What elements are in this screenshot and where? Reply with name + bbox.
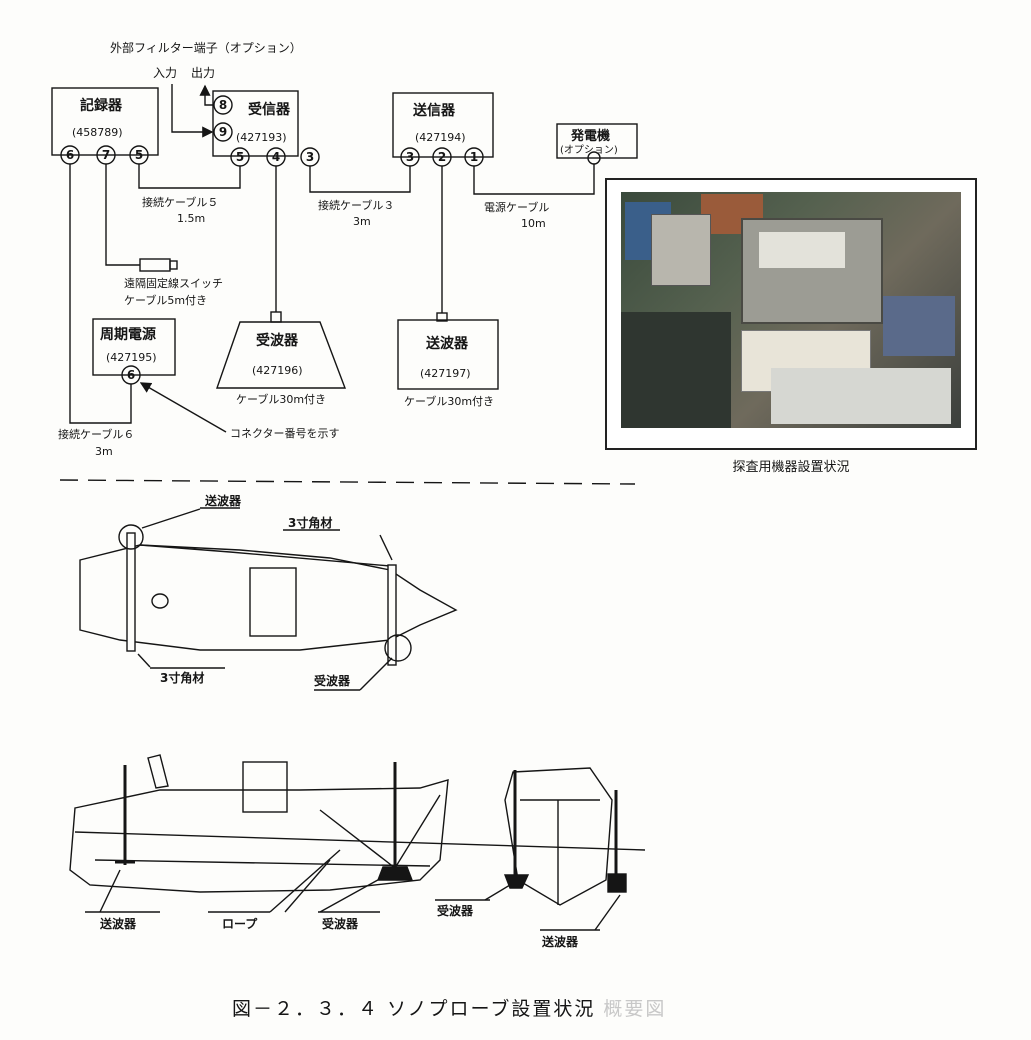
side-receiver-block: [376, 866, 414, 881]
remote-switch-line2: ケーブル5m付き: [124, 293, 207, 307]
recorder-code: (458789): [72, 126, 123, 139]
receiver-code: (427193): [236, 131, 287, 144]
period-power-box: [92, 318, 176, 376]
connector-number: 3: [306, 150, 314, 164]
remote-switch-line1: 遠隔固定線スイッチ: [124, 276, 223, 290]
end-receiver-label: 受波器: [437, 903, 474, 918]
input-arrow: [171, 84, 214, 138]
cable5-len: 1.5m: [177, 212, 205, 225]
end-transmitter-block: [607, 873, 627, 893]
connector-number: 5: [236, 150, 244, 164]
recorder-name: 記録器: [80, 97, 123, 114]
connector-number: 4: [272, 150, 280, 164]
figure-title-main: 図－２．３．４ ソノプローブ設置状況: [232, 998, 596, 1020]
separator-dashed: [59, 479, 636, 485]
transmitting-transducer-code: (427197): [420, 367, 471, 380]
plan-transmitter-circle: [118, 524, 144, 550]
connector-number: 7: [102, 148, 110, 162]
end-transmitter-label: 送波器: [541, 934, 579, 949]
transmitting-transducer-name: 送波器: [425, 335, 469, 352]
receiving-transducer-trapezoid: [216, 321, 347, 389]
boat-plan-hull: [79, 544, 458, 651]
cable-5: [138, 164, 241, 189]
receiving-transducer-code: (427196): [252, 364, 303, 377]
connector-number: 3: [406, 150, 414, 164]
receiving-transducer-note: ケーブル30m付き: [236, 392, 326, 406]
plan-timber-rear: [126, 532, 136, 652]
power-cable-name: 電源ケーブル: [484, 200, 549, 214]
cable3-len: 3m: [353, 215, 371, 228]
generator-code: (オプション): [560, 144, 618, 156]
cable3-name: 接続ケーブル３: [318, 198, 394, 212]
plan-receiver-label: 受波器: [314, 673, 351, 688]
connector-number: 5: [135, 148, 143, 162]
connector-number: 2: [438, 150, 446, 164]
remote-switch-cable: [105, 164, 140, 266]
transmitter-code: (427194): [415, 131, 466, 144]
photo-blue-box: [883, 296, 955, 356]
connector-number: 6: [127, 368, 135, 382]
period-power-code: (427195): [106, 351, 157, 364]
side-transmitter-label: 送波器: [99, 916, 137, 931]
transmitter-box: [392, 92, 494, 158]
cable6-name: 接続ケーブル６: [58, 427, 134, 441]
transmitting-transducer-note: ケーブル30m付き: [404, 394, 494, 408]
equipment-photo: [621, 192, 961, 428]
period-power-name: 周期電源: [100, 326, 156, 343]
cable5-name: 接続ケーブル５: [142, 195, 218, 209]
photo-white-crate: [771, 368, 951, 424]
boat-side-hull: [69, 779, 449, 893]
transmitting-transducer-box: [397, 319, 499, 390]
plan-timber-front: [387, 564, 397, 666]
boat-end-hull: [504, 767, 613, 906]
end-receiver-block: [503, 874, 530, 889]
plan-receiver-circle: [384, 634, 412, 662]
power-cable-len: 10m: [521, 217, 546, 230]
photo-small-unit: [651, 214, 711, 286]
photo-caption: 探査用機器設置状況: [732, 460, 850, 475]
photo-cables-dark: [621, 312, 731, 428]
figure-title-faded: 概要図: [603, 998, 667, 1020]
plan-timber-bottom-label: 3寸角材: [160, 670, 204, 685]
boat-side-cabin: [242, 761, 288, 813]
receiving-transducer-name: 受波器: [256, 332, 299, 349]
plan-transmitter-label: 送波器: [204, 493, 242, 508]
connector-number: 6: [66, 148, 74, 162]
recorder-box: [51, 87, 159, 156]
figure-title: 図－２．３．４ ソノプローブ設置状況 概要図: [232, 994, 666, 1021]
receiver-name: 受信器: [248, 101, 291, 118]
connector-number: 8: [219, 98, 227, 112]
side-rope-label: ロープ: [222, 916, 258, 931]
transmitter-name: 送信器: [412, 102, 456, 119]
plan-timber-top-label: 3寸角材: [288, 515, 332, 530]
generator-name: 発電機: [570, 128, 610, 144]
photo-frame: [605, 178, 977, 450]
connector-note-pointer: [139, 382, 227, 433]
cable-6: [69, 164, 132, 424]
output-arrow: [199, 84, 214, 106]
external-filter-label: 外部フィルター端子（オプション）: [110, 40, 302, 55]
connector-number: 9: [219, 125, 227, 139]
input-label: 入力: [153, 66, 177, 80]
photo-recorder-screen: [759, 232, 845, 268]
cable-3: [309, 166, 411, 193]
rope-lines: [319, 794, 441, 870]
boat-plan-cabin: [249, 567, 297, 637]
output-label: 出力: [191, 66, 215, 80]
cable6-len: 3m: [95, 445, 113, 458]
connector-note: コネクター番号を示す: [230, 427, 340, 440]
receiver-box: [212, 90, 299, 157]
connector-number: 1: [470, 150, 478, 164]
power-cable: [473, 164, 595, 195]
connector-9-receiver: [213, 122, 233, 142]
generator-box: [556, 123, 638, 159]
side-receiver-label: 受波器: [322, 916, 359, 931]
